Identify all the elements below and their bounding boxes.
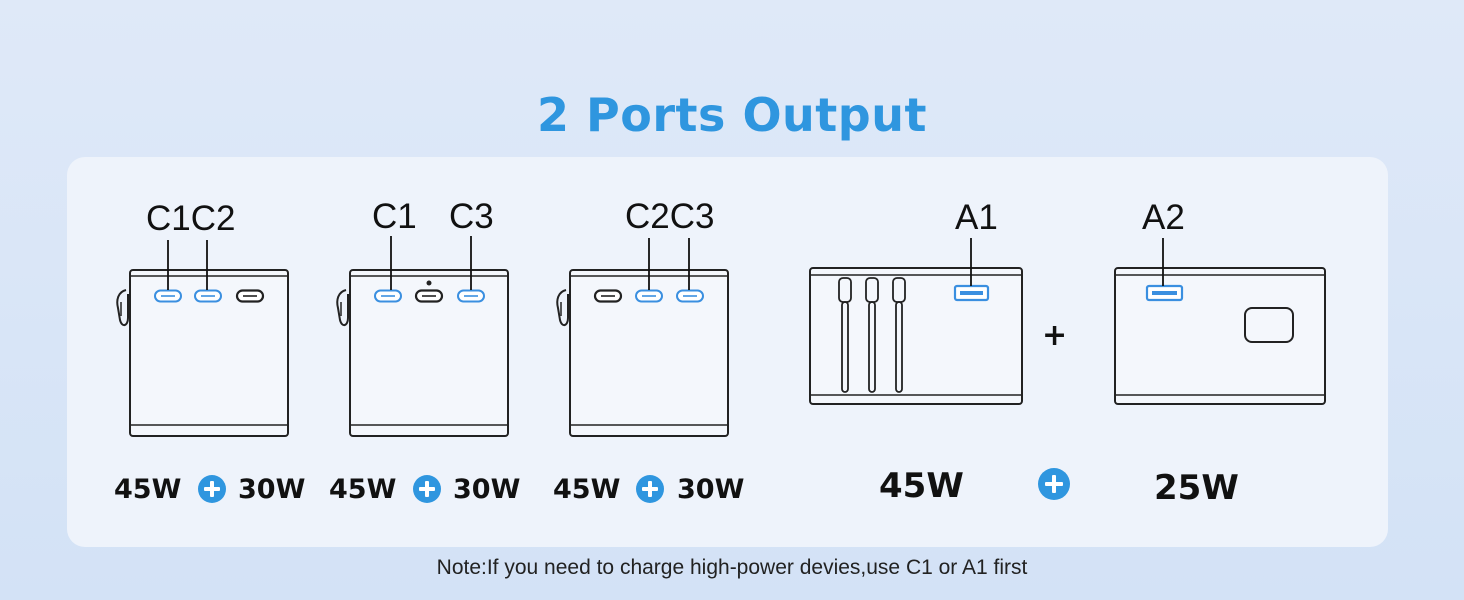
cable-1: [838, 277, 852, 393]
plus-icon: [413, 475, 441, 503]
usb-c-port-c2: [414, 289, 444, 303]
usb-a-port-a1: [953, 284, 990, 302]
charger-c2-c3: C2C3: [556, 197, 729, 437]
watt-a1: 45W: [879, 466, 964, 506]
display-window: [1244, 307, 1294, 343]
usb-c-port-c1: [593, 289, 623, 303]
plus-icon: [636, 475, 664, 503]
watt-left-3: 45W: [553, 474, 621, 505]
usb-c-port-c3: [676, 289, 704, 303]
note-text: Note:If you need to charge high-power de…: [436, 556, 1028, 579]
page-title: 2 Ports Output: [537, 88, 927, 142]
charger-a2: A2: [1114, 198, 1326, 405]
port-label-a1: A1: [955, 198, 998, 237]
charger-c1-c3: C1 C3: [336, 197, 509, 437]
cable-2: [865, 277, 879, 393]
usb-c-port-c2: [635, 289, 663, 303]
cable-3: [892, 277, 906, 393]
usb-c-port-c3: [235, 289, 265, 303]
watt-left-1: 45W: [114, 474, 182, 505]
usb-c-port-c2: [194, 289, 222, 303]
usb-c-port-c1: [374, 289, 402, 303]
port-label-c1c2: C1C2: [146, 199, 235, 238]
port-label-c3: C3: [449, 197, 494, 236]
watt-a2: 25W: [1154, 468, 1239, 508]
charger-c1-c2: C1C2: [116, 199, 289, 437]
indicator-dot: [426, 280, 432, 286]
charger-a1: A1: [809, 198, 1023, 405]
usb-c-port-c3: [457, 289, 485, 303]
watt-right-3: 30W: [677, 474, 745, 505]
plus-icon: [1038, 468, 1070, 500]
usb-c-port-c1: [154, 289, 182, 303]
watt-right-1: 30W: [238, 474, 306, 505]
port-label-c1: C1: [372, 197, 417, 236]
watt-left-2: 45W: [329, 474, 397, 505]
plus-icon: [198, 475, 226, 503]
watt-right-2: 30W: [453, 474, 521, 505]
usb-a-port-a2: [1145, 284, 1184, 302]
joiner-plus: +: [1042, 318, 1068, 353]
port-label-c2c3: C2C3: [625, 197, 714, 236]
port-label-a2: A2: [1142, 198, 1185, 237]
